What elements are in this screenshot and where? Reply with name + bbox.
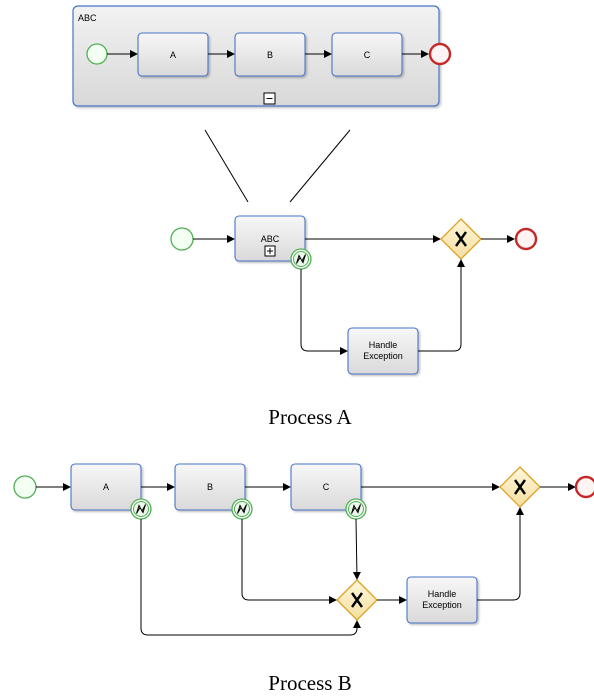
end-event-icon[interactable]	[428, 42, 452, 66]
expanded-subprocess-label: ABC	[78, 13, 97, 23]
process-a: ABC Handle Exception Process A	[170, 215, 538, 429]
handle-exception-label-line1: Handle	[428, 589, 457, 599]
zoom-guide-line	[204, 129, 249, 203]
exclusive-gateway-icon[interactable]	[499, 466, 541, 508]
exclusive-gateway-icon[interactable]	[440, 218, 482, 260]
process-b: A B C	[13, 463, 594, 695]
handle-exception-label-line2: Exception	[363, 351, 403, 361]
end-event-icon[interactable]	[514, 227, 538, 251]
task-b-label: B	[267, 50, 273, 60]
task-b-label: B	[207, 482, 213, 492]
exception-flow	[300, 269, 348, 355]
task-c-label: C	[323, 482, 330, 492]
start-event-icon[interactable]	[86, 43, 108, 65]
exclusive-gateway-icon[interactable]	[336, 579, 378, 621]
start-event-icon[interactable]	[170, 227, 194, 251]
error-boundary-icon[interactable]	[290, 248, 312, 270]
exception-flow	[241, 519, 337, 604]
expanded-subprocess[interactable]: ABC A B C	[72, 5, 452, 107]
error-boundary-icon[interactable]	[231, 498, 253, 520]
handle-exception-label-line1: Handle	[369, 340, 398, 350]
end-event-icon[interactable]	[574, 475, 594, 499]
exception-flow	[140, 519, 361, 636]
error-boundary-icon[interactable]	[345, 498, 367, 520]
task-c-label: C	[364, 50, 371, 60]
collapsed-subprocess-label: ABC	[261, 234, 280, 244]
sequence-flow	[418, 259, 465, 352]
task-a-label: A	[103, 482, 109, 492]
process-a-caption: Process A	[268, 405, 352, 429]
process-b-caption: Process B	[268, 671, 351, 695]
handle-exception-label-line2: Exception	[422, 600, 462, 610]
sequence-flow	[477, 507, 524, 601]
task-a-label: A	[170, 50, 176, 60]
exception-flow	[352, 518, 361, 580]
start-event-icon[interactable]	[13, 475, 37, 499]
error-boundary-icon[interactable]	[130, 498, 152, 520]
zoom-guide-line	[289, 129, 351, 203]
